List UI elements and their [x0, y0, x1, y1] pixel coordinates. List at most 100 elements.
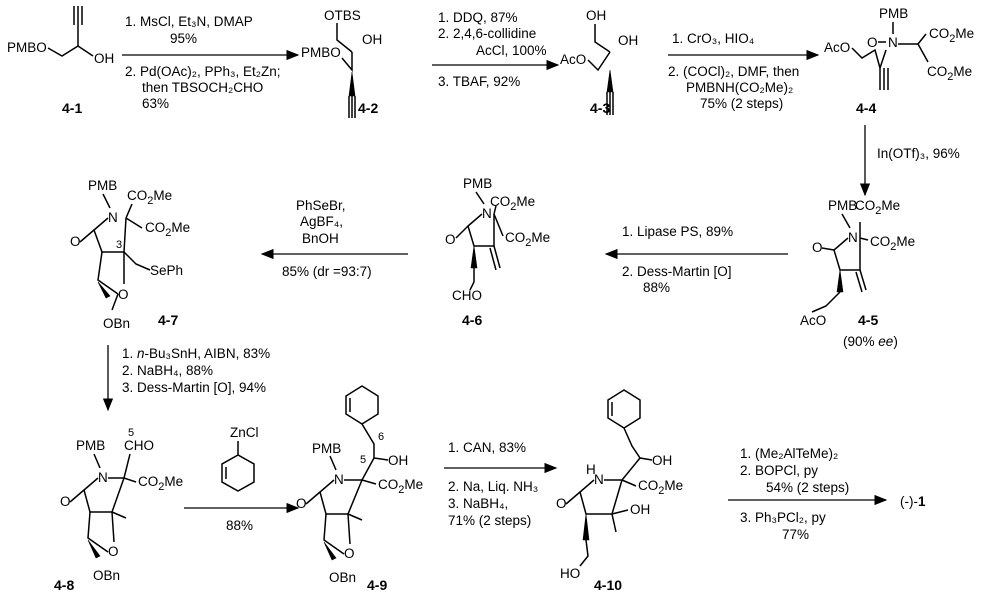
atom-co2me-5b: CO2Me: [870, 234, 915, 253]
locant-5-9: 5: [360, 454, 366, 466]
atom-o-9b: O: [344, 546, 355, 561]
cond-9-2: 2. Na, Liq. NH₃: [448, 479, 538, 494]
atom-n-8: N: [98, 470, 108, 485]
atom-co2me-5a: CO2Me: [855, 198, 900, 217]
cond-1-1: 1. MsCl, Et₃N, DMAP: [125, 14, 253, 29]
atom-obn-8: OBn: [93, 568, 120, 583]
cond-1-4: then TBSOCH₂CHO: [142, 80, 263, 95]
cond-8-1: 88%: [226, 518, 253, 533]
atom-pmb-6: PMB: [463, 176, 492, 191]
step-4: In(OTf)₃, 96%: [859, 125, 960, 197]
label-4-2: 4-2: [358, 100, 378, 116]
locant-3-7: 3: [116, 239, 122, 251]
label-4-9: 4-9: [367, 577, 387, 593]
step-7: 1. n-Bu₃SnH, AIBN, 83% 2. NaBH₄, 88% 3. …: [102, 345, 270, 412]
compound-4-10: OH H N CO2Me O OH HO 4-10: [556, 389, 683, 593]
atom-oh-3b: OH: [618, 33, 638, 48]
cond-2-2: 2. 2,4,6-collidine: [438, 26, 536, 41]
atom-otbs: OTBS: [324, 8, 361, 23]
atom-oh-3a: OH: [586, 8, 606, 23]
label-4-5: 4-5: [858, 312, 878, 328]
atom-h-10: H: [586, 462, 596, 477]
atom-oh-2: OH: [362, 32, 382, 47]
cond-3-2: 2. (COCl)₂, DMF, then: [668, 64, 799, 79]
compound-4-1: PMBO OH 4-1: [7, 6, 114, 116]
step-2: 1. DDQ, 87% 2. 2,4,6-collidine AcCl, 100…: [432, 10, 560, 89]
atom-o-8b: O: [108, 544, 119, 559]
atom-co2me-7b: CO2Me: [145, 220, 190, 239]
atom-aco-4: AcO: [824, 40, 850, 55]
locant-6-9: 6: [378, 431, 384, 443]
step-6: PhSeBr, AgBF₄, BnOH 85% (dr =93:7): [260, 198, 408, 279]
cond-6-2: AgBF₄,: [300, 214, 343, 229]
cond-3-4: 75% (2 steps): [700, 96, 783, 111]
step-1: 1. MsCl, Et₃N, DMAP 95% 2. Pd(OAc)₂, PPh…: [122, 14, 300, 111]
cond-6-4: 85% (dr =93:7): [282, 264, 372, 279]
step-5: 1. Lipase PS, 89% 2. Dess-Martin [O] 88%: [604, 224, 788, 295]
atom-zncl: ZnCl: [230, 425, 259, 440]
atom-pmb-7: PMB: [88, 178, 117, 193]
atom-ho-10: HO: [560, 566, 580, 581]
cond-1-5: 63%: [142, 96, 169, 111]
label-4-10: 4-10: [594, 577, 622, 593]
label-4-7: 4-7: [158, 312, 178, 328]
final-product: (-)-1: [900, 494, 926, 509]
step-8: ZnCl 88%: [184, 425, 300, 533]
atom-cho-6: CHO: [452, 288, 482, 303]
atom-n-10: N: [594, 472, 604, 487]
atom-co2me-10: CO2Me: [638, 478, 683, 497]
cond-10-5: 77%: [782, 527, 809, 542]
cond-9-1: 1. CAN, 83%: [448, 440, 526, 455]
atom-aco-5: AcO: [800, 313, 826, 328]
atom-obn-7: OBn: [103, 316, 130, 331]
cond-10-2: 2. BOPCl, py: [740, 463, 818, 478]
ee-label: (90% ee): [843, 334, 898, 349]
label-4-4: 4-4: [856, 100, 876, 116]
cond-6-3: BnOH: [302, 231, 339, 246]
cond-3-3: PMBNH(CO₂Me)₂: [686, 80, 793, 95]
step-10: 1. (Me₂AlTeMe)₂ 2. BOPCl, py 54% (2 step…: [728, 446, 888, 542]
compound-4-5: PMB N CO2Me CO2Me O AcO 4-5 (90% ee): [800, 198, 915, 349]
atom-o-9a: O: [296, 496, 307, 511]
cond-5-3: 88%: [643, 280, 670, 295]
cond-4-1: In(OTf)₃, 96%: [877, 146, 960, 161]
atom-aco-3: AcO: [560, 52, 586, 67]
step-9: 1. CAN, 83% 2. Na, Liq. NH₃ 3. NaBH₄, 71…: [444, 440, 558, 528]
atom-oh-10b: OH: [630, 502, 650, 517]
atom-co2me-6b: CO2Me: [505, 230, 550, 249]
cond-2-4: 3. TBAF, 92%: [438, 74, 520, 89]
atom-co2me-4b: CO2Me: [927, 64, 972, 83]
atom-obn-9: OBn: [329, 570, 356, 585]
cond-7-2: 2. NaBH₄, 88%: [122, 363, 213, 378]
cond-9-3: 3. NaBH₄,: [448, 496, 508, 511]
atom-co2me-4a: CO2Me: [929, 26, 974, 45]
cond-1-2: 95%: [170, 31, 197, 46]
cond-7-1: 1. n-Bu₃SnH, AIBN, 83%: [122, 346, 270, 361]
atom-pmbo: PMBO: [7, 40, 47, 55]
label-4-8: 4-8: [54, 577, 74, 593]
cond-10-4: 3. Ph₃PCl₂, py: [740, 510, 826, 525]
label-4-1: 4-1: [62, 100, 82, 116]
atom-o-8a: O: [60, 494, 71, 509]
atom-n-5: N: [848, 230, 858, 245]
atom-oh-10a: OH: [652, 453, 672, 468]
cond-1-3: 2. Pd(OAc)₂, PPh₃, Et₂Zn;: [125, 64, 281, 79]
label-4-3: 4-3: [590, 100, 610, 116]
atom-n-7: N: [108, 210, 118, 225]
compound-4-3: OH OH AcO 4-3: [560, 8, 638, 116]
atom-co2me-7a: CO2Me: [127, 188, 172, 207]
compound-4-4: PMB N O CO2Me CO2Me AcO 4-4: [824, 6, 974, 116]
atom-o-5: O: [812, 240, 823, 255]
cond-10-3: 54% (2 steps): [766, 480, 849, 495]
atom-o-7a: O: [70, 234, 81, 249]
atom-o-7b: O: [118, 287, 129, 302]
atom-pmb-8: PMB: [76, 438, 105, 453]
atom-n-9: N: [334, 472, 344, 487]
compound-4-6: PMB N CO2Me CO2Me O CHO 4-6: [445, 176, 550, 328]
atom-co2me-8: CO2Me: [138, 474, 183, 493]
atom-oh-9: OH: [388, 453, 408, 468]
atom-pmb-9: PMB: [312, 441, 341, 456]
cond-6-1: PhSeBr,: [296, 198, 346, 213]
compound-4-9: 6 5 OH PMB N CO2Me O O OBn 4-9: [296, 385, 423, 593]
